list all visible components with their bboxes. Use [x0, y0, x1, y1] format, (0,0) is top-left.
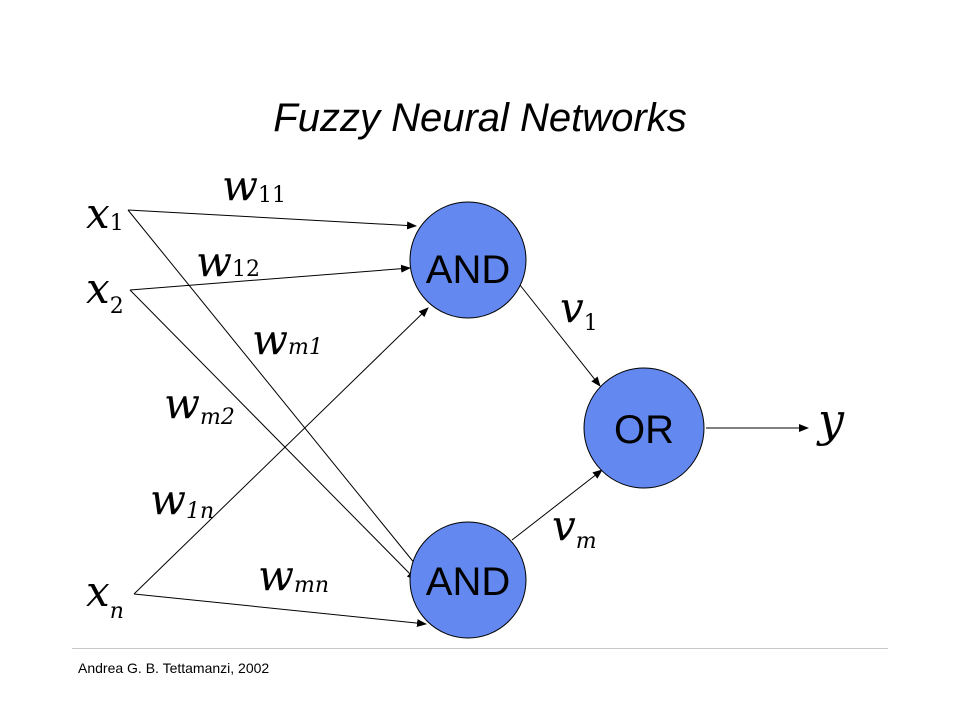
and-node-bottom-label: AND [426, 560, 510, 604]
input-x2-label: x2 [86, 264, 124, 319]
footer-divider [72, 648, 888, 649]
weight-wm2-label: wm2 [164, 379, 235, 430]
weight-wm1-label: wm1 [252, 315, 323, 364]
edge-x1-and-bottom [127, 209, 421, 571]
and-node-bottom: AND [409, 521, 527, 639]
input-xn-label: xn [86, 567, 124, 624]
intermediate-vm-label: vm [552, 501, 597, 554]
and-node-top: AND [409, 201, 527, 319]
edge-x2-and-top [129, 264, 411, 291]
slide-title: Fuzzy Neural Networks [273, 96, 687, 140]
edge-x2-and-bottom [129, 289, 417, 581]
weight-w12-label: w12 [196, 237, 260, 286]
or-node-label: OR [614, 408, 674, 452]
edge-xn-and-top [133, 307, 429, 595]
or-node: OR [583, 367, 705, 489]
input-x1-label: x1 [86, 189, 124, 238]
output-y-label: y [816, 393, 845, 447]
edge-x1-and-top [127, 209, 417, 230]
slide-footer: Andrea G. B. Tettamanzi, 2002 [78, 660, 270, 676]
intermediate-v1-label: v1 [560, 283, 598, 336]
weight-w1n-label: w1n [150, 475, 214, 524]
weight-wmn-label: wmn [258, 551, 329, 600]
edge-xn-and-bottom [133, 593, 427, 628]
edge-and-top-or [515, 279, 601, 387]
edge-and-bottom-or [511, 469, 603, 541]
weight-w11-label: w11 [222, 161, 286, 210]
and-node-top-label: AND [426, 248, 510, 292]
